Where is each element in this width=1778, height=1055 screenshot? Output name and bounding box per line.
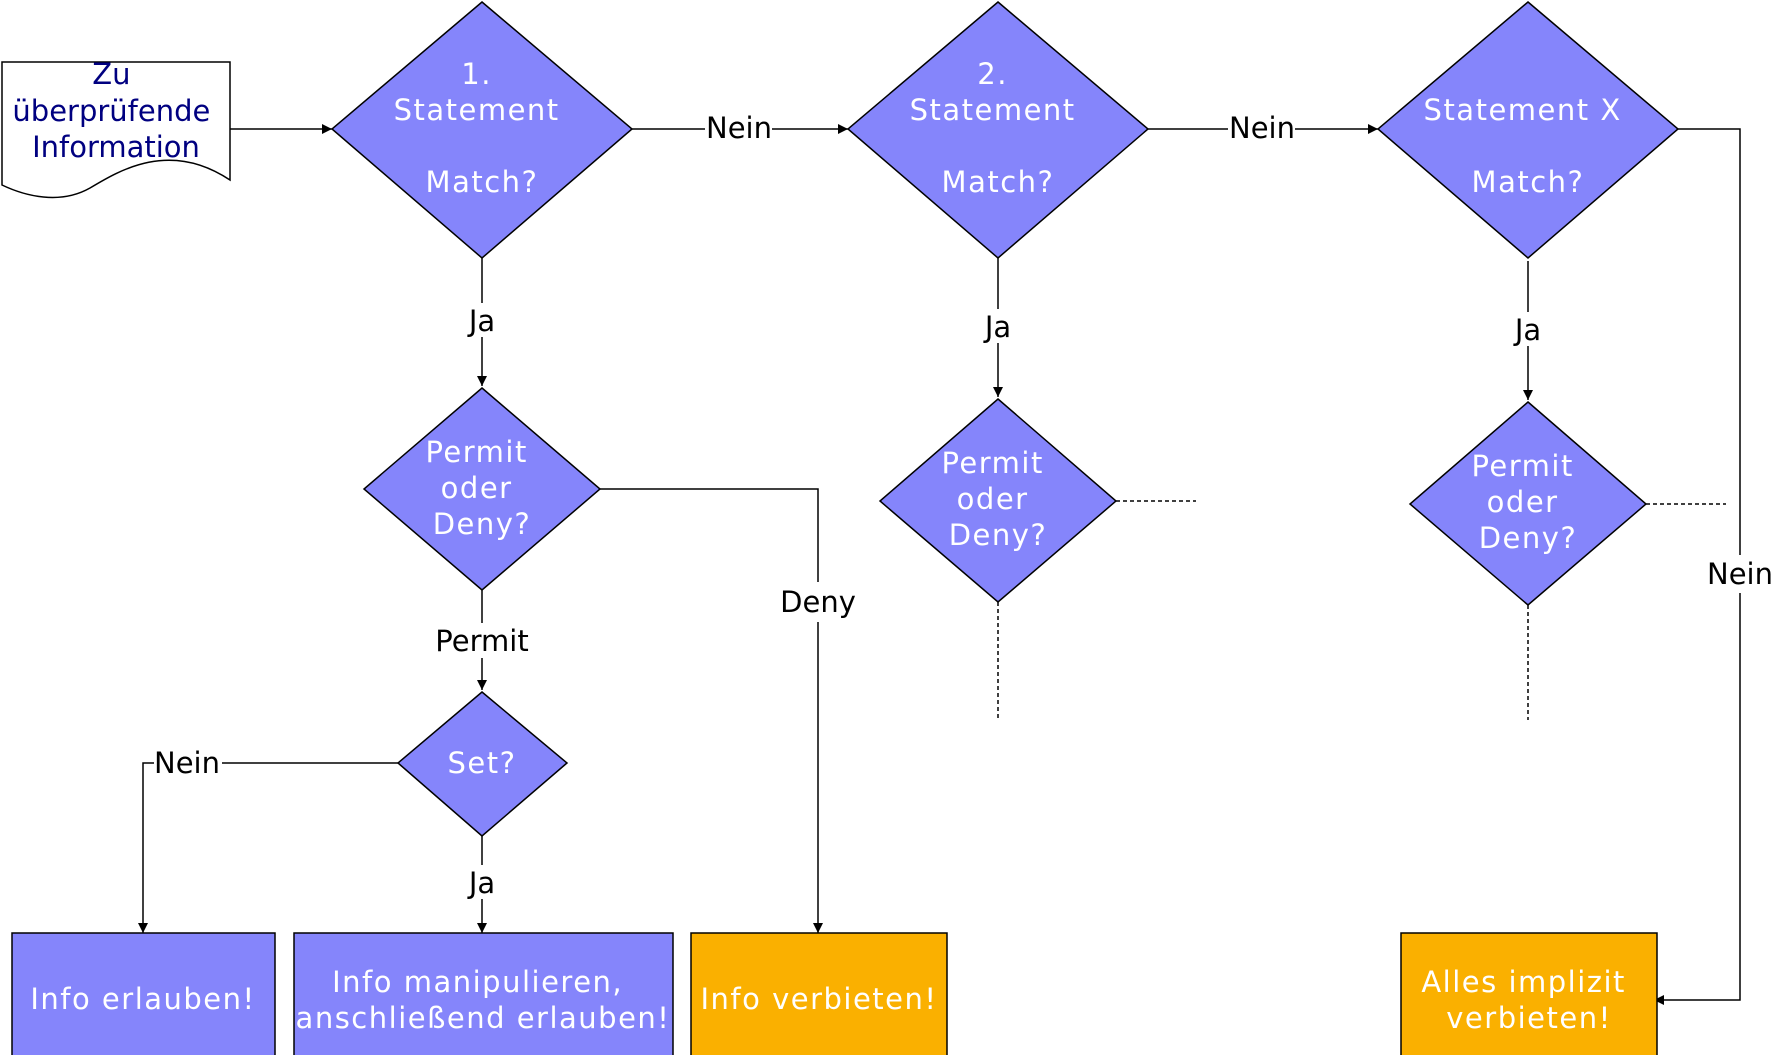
edge-labels: Nein Nein Nein Ja Ja Ja Permit Deny Nein…: [154, 111, 1775, 900]
decision-diamond: [362, 387, 602, 591]
decision-diamond: [330, 1, 634, 259]
edge-label-statementx-yes: Ja: [1513, 313, 1541, 347]
decision-line: 1.: [461, 57, 492, 91]
decision-label: Permit oder Deny?: [1471, 449, 1584, 555]
decision-line: Set?: [447, 746, 516, 780]
outcome-box: [11, 932, 276, 1055]
edge-label-statement1-no: Nein: [706, 111, 772, 145]
decision-diamond: [846, 1, 1150, 259]
outcome-box: [293, 932, 674, 1055]
outcome-line: Info erlauben!: [30, 982, 255, 1016]
edge-label-bg: [1705, 555, 1775, 593]
edge-label-set-no: Nein: [154, 746, 220, 780]
outcome-label: Alles implizit verbieten!: [1421, 965, 1636, 1035]
outcome-implicit-deny: Alles implizit verbieten!: [1400, 932, 1658, 1055]
document-line-1: Zu: [92, 57, 130, 91]
document-line-2: überprüfende: [12, 94, 210, 128]
decision-line: Match?: [426, 165, 539, 199]
document-shape: [1, 61, 231, 199]
document-line-3: Information: [32, 130, 200, 164]
outcome-deny: Info verbieten!: [690, 932, 948, 1055]
outcome-line: verbieten!: [1446, 1001, 1611, 1035]
decision-set: Set?: [396, 691, 569, 837]
document-label: Zu überprüfende Information: [12, 57, 219, 164]
outcome-label: Info erlauben!: [30, 982, 255, 1016]
outcome-manipulate: Info manipulieren, anschließend erlauben…: [293, 932, 674, 1055]
decision-label: 1. Statement Match?: [394, 57, 571, 199]
decision-permit-deny-x: Permit oder Deny?: [1408, 401, 1648, 606]
outcome-box: [690, 932, 948, 1055]
decision-line: Deny?: [433, 507, 532, 541]
outcome-allow: Info erlauben!: [11, 932, 276, 1055]
decision-diamond: [396, 691, 569, 837]
decision-line: Statement: [910, 93, 1076, 127]
outcome-label: Info verbieten!: [700, 982, 937, 1016]
decision-line: Permit: [941, 446, 1043, 480]
decision-label: Set?: [447, 746, 516, 780]
decision-permit-deny-2: Permit oder Deny?: [878, 398, 1118, 603]
decision-line: Statement X: [1424, 93, 1622, 127]
decision-line: Permit: [1471, 449, 1573, 483]
decision-line: Match?: [942, 165, 1055, 199]
outcome-line: Info verbieten!: [700, 982, 937, 1016]
decision-line: Deny?: [1479, 521, 1578, 555]
edge-label-set-yes: Ja: [467, 866, 495, 900]
decision-permit-deny-1: Permit oder Deny?: [362, 387, 602, 591]
edge-label-pd1-permit: Permit: [435, 624, 528, 658]
decision-line: oder: [957, 482, 1029, 516]
decision-statement2: 2. Statement Match?: [846, 1, 1150, 259]
decision-line: 2.: [977, 57, 1008, 91]
decision-diamond: [1408, 401, 1648, 606]
outcome-line: Alles implizit: [1421, 965, 1626, 999]
edge-label-statement2-yes: Ja: [983, 310, 1011, 344]
input-document: Zu überprüfende Information: [1, 57, 231, 199]
decision-diamond: [878, 398, 1118, 603]
decision-statementx: Statement X Match?: [1376, 1, 1680, 259]
outcome-line: Info manipulieren,: [332, 965, 623, 999]
edge-label-pd1-deny: Deny: [780, 585, 856, 619]
decision-label: Statement X Match?: [1424, 93, 1633, 199]
decision-line: oder: [441, 471, 513, 505]
decision-line: Statement: [394, 93, 560, 127]
edge-label-bg: [154, 745, 222, 781]
edge-label-statement1-yes: Ja: [467, 304, 495, 338]
edge-pd1-deny: [600, 488, 823, 933]
decision-line: Permit: [425, 435, 527, 469]
outcome-line: anschließend erlauben!: [296, 1001, 671, 1035]
decision-diamond: [1376, 1, 1680, 259]
decision-label: 2. Statement Match?: [910, 57, 1087, 199]
edge-label-bg: [778, 582, 858, 622]
decision-line: Match?: [1472, 165, 1585, 199]
edge-set-no: [138, 762, 398, 933]
decision-line: Deny?: [949, 518, 1048, 552]
decision-line: oder: [1487, 485, 1559, 519]
decision-label: Permit oder Deny?: [425, 435, 538, 541]
edge-label-statement2-no: Nein: [1229, 111, 1295, 145]
decision-statement1: 1. Statement Match?: [330, 1, 634, 259]
outcome-box: [1400, 932, 1658, 1055]
edge-label-statementx-no: Nein: [1707, 557, 1773, 591]
decision-label: Permit oder Deny?: [941, 446, 1054, 552]
outcome-label: Info manipulieren, anschließend erlauben…: [296, 965, 671, 1035]
